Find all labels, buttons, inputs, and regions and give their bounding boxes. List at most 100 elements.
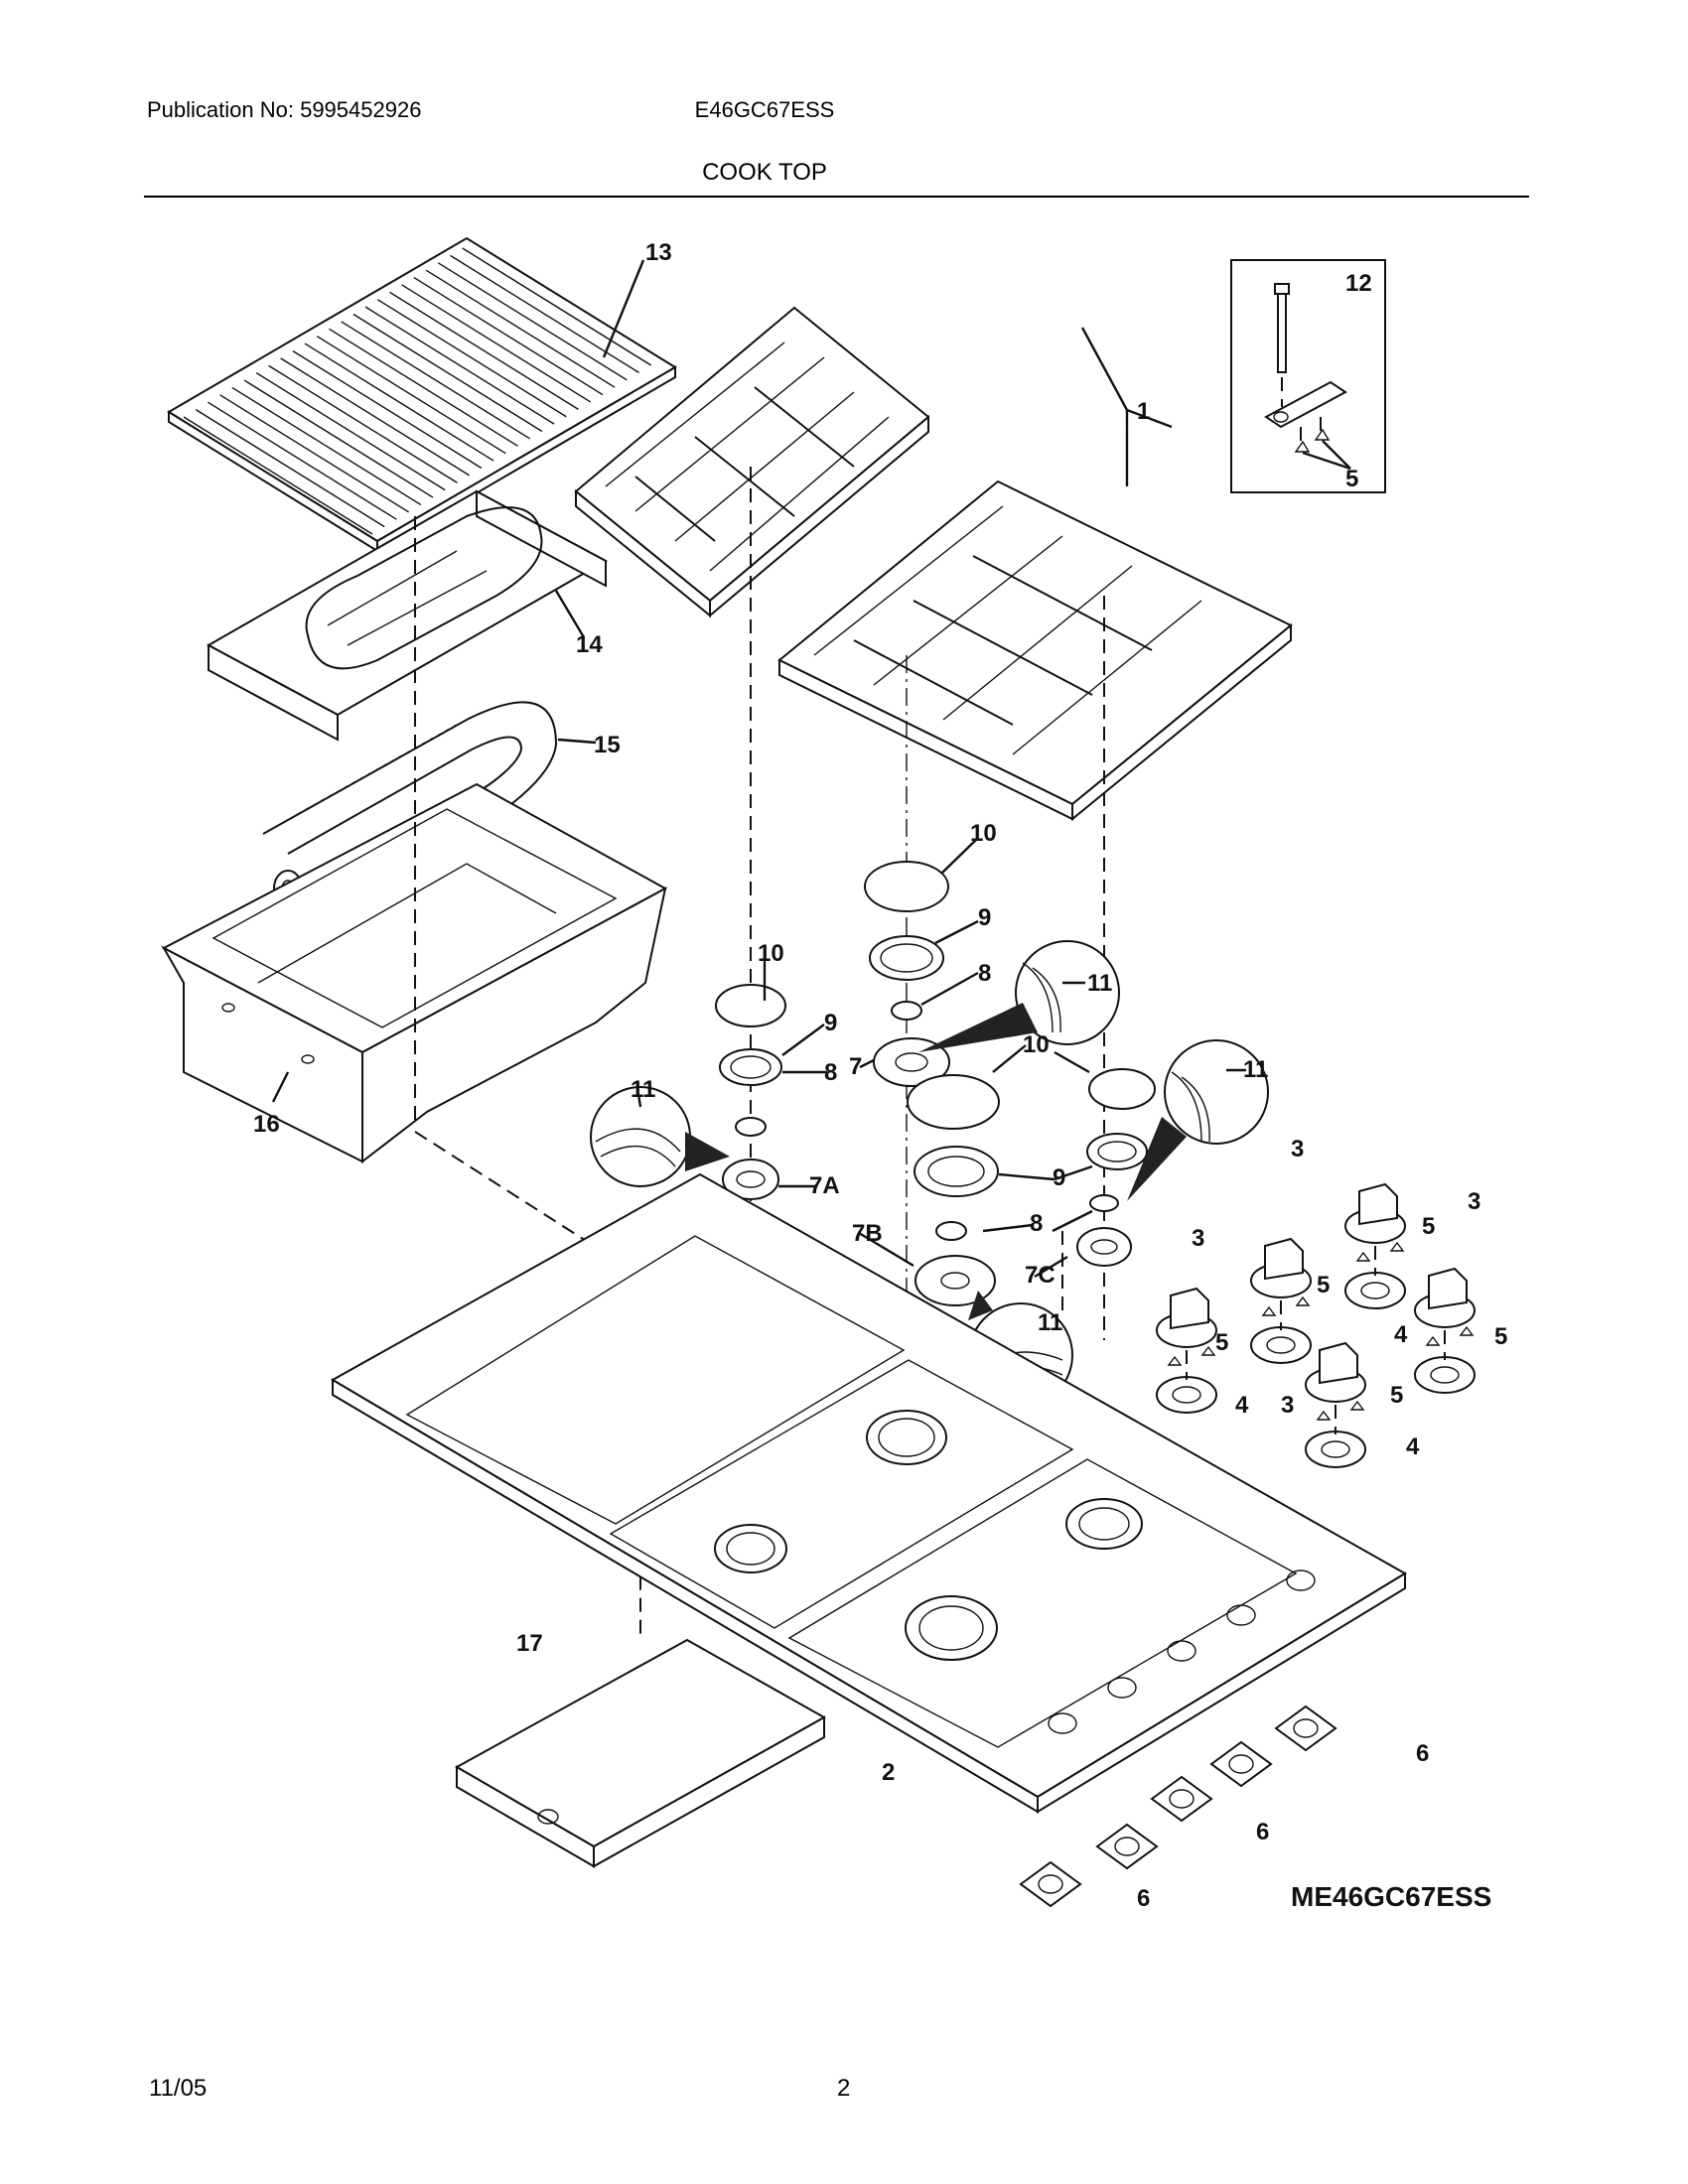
callout-7: 7 [849, 1053, 862, 1080]
callout-1: 1 [1137, 398, 1150, 425]
griddle-ridge [304, 342, 494, 462]
griddle-ridge [208, 401, 397, 520]
gasket-hole [1038, 1874, 1063, 1894]
burner-grate-lower [777, 479, 1293, 822]
callout-15: 15 [594, 732, 621, 758]
drip-tray [454, 1638, 827, 1868]
griddle-ridge [231, 386, 422, 506]
knob [1264, 1237, 1304, 1281]
callout-6-b: 6 [1256, 1819, 1269, 1845]
griddle-ridge [183, 416, 373, 535]
callout-8-left: 8 [824, 1059, 837, 1086]
callout-10-left: 10 [758, 940, 784, 967]
publication-number: Publication No: 5995452926 [147, 97, 422, 122]
griddle-ridge [352, 313, 543, 433]
bezel-hole [1430, 1366, 1460, 1384]
burner-grate-upper [574, 306, 930, 618]
callout-12-5: 5 [1345, 466, 1358, 492]
burner-stack-right [1076, 1068, 1156, 1267]
control-hole [1048, 1712, 1077, 1734]
callout-5-d: 5 [1494, 1323, 1507, 1350]
model-number: E46GC67ESS [694, 97, 835, 122]
knob [1358, 1182, 1398, 1226]
knob-assembly [1156, 1287, 1217, 1414]
griddle [167, 236, 677, 553]
griddle-ridge [243, 379, 434, 498]
gasket-plate [1019, 1860, 1082, 1908]
callout-12: 12 [1345, 270, 1372, 297]
callout-2: 2 [882, 1759, 895, 1786]
griddle-ridge [437, 262, 628, 381]
callout-5-b: 5 [1317, 1272, 1330, 1298]
gasket-hole [1169, 1789, 1195, 1809]
callout-14: 14 [576, 631, 603, 658]
griddle-ridge [316, 336, 506, 455]
callout-8-front: 8 [1030, 1210, 1043, 1237]
callout-13: 13 [645, 239, 672, 266]
callout-11-right: 11 [1243, 1056, 1268, 1083]
gasket-hole [1228, 1754, 1254, 1774]
screw [1355, 1241, 1405, 1262]
griddle-ridge [292, 349, 483, 470]
bezel [1250, 1326, 1312, 1364]
griddle-ridge [219, 394, 409, 513]
callout-9-front: 9 [1053, 1164, 1065, 1191]
burner-stack-center [864, 861, 950, 1087]
flame-spreader [206, 489, 609, 742]
gasket-plate [1274, 1705, 1337, 1752]
callout-17: 17 [516, 1630, 543, 1657]
callout-4-a: 4 [1394, 1321, 1408, 1348]
screw [1316, 1400, 1365, 1421]
gasket-hole [1114, 1837, 1140, 1856]
gaskets [1019, 1705, 1337, 1908]
knob-assemblies [1156, 1182, 1476, 1468]
control-hole [1286, 1570, 1316, 1591]
callout-6-a: 6 [1416, 1740, 1429, 1767]
griddle-ridge [376, 299, 567, 418]
callout-6-c: 6 [1137, 1885, 1150, 1912]
header-rule [144, 196, 1529, 198]
griddle-ridge [413, 276, 604, 396]
callout-5-c: 5 [1215, 1329, 1228, 1356]
knob-assembly [1414, 1267, 1476, 1394]
callout-4-b: 4 [1235, 1392, 1249, 1419]
gasket-plate [1150, 1775, 1213, 1823]
callout-3-a: 3 [1291, 1136, 1304, 1162]
knob [1428, 1267, 1468, 1310]
callout-7b: 7B [852, 1220, 883, 1247]
griddle-ridge [329, 328, 518, 447]
callout-3-d: 3 [1281, 1392, 1294, 1419]
bracket-kit-box [1230, 259, 1386, 493]
griddle-ridge [341, 321, 531, 440]
page-number: 2 [837, 2075, 851, 2102]
burner-stack-front [907, 1074, 1000, 1306]
bezel [1344, 1272, 1406, 1309]
bezel-hole [1360, 1282, 1390, 1299]
bezel [1156, 1376, 1217, 1414]
callout-9-left: 9 [824, 1010, 837, 1036]
callout-16: 16 [253, 1111, 280, 1138]
callout-11-front: 11 [1038, 1309, 1062, 1336]
callout-labels: 13 12 5 1 14 15 10 10 9 8 11 9 7 10 11 8… [253, 239, 1507, 1912]
gasket [1150, 1775, 1213, 1823]
griddle-ridge [280, 357, 471, 477]
callout-10-center: 10 [1023, 1031, 1050, 1058]
bezel [1305, 1431, 1366, 1468]
callout-7c: 7C [1025, 1262, 1055, 1289]
section-title: COOK TOP [702, 159, 827, 186]
callout-3-c: 3 [1192, 1225, 1204, 1252]
gasket [1209, 1740, 1273, 1788]
callout-10-top: 10 [970, 820, 997, 847]
griddle-ridge [389, 291, 579, 410]
bezel-hole [1321, 1440, 1350, 1458]
control-hole [1107, 1677, 1137, 1699]
gasket-plate [1095, 1823, 1159, 1870]
callout-9-top: 9 [978, 904, 991, 931]
bezel [1414, 1356, 1476, 1394]
bezel-hole [1266, 1336, 1296, 1354]
diagram-model-code: ME46GC67ESS [1291, 1881, 1491, 1912]
gasket [1019, 1860, 1082, 1908]
callout-7a: 7A [809, 1172, 840, 1199]
callout-3-b: 3 [1468, 1188, 1480, 1215]
